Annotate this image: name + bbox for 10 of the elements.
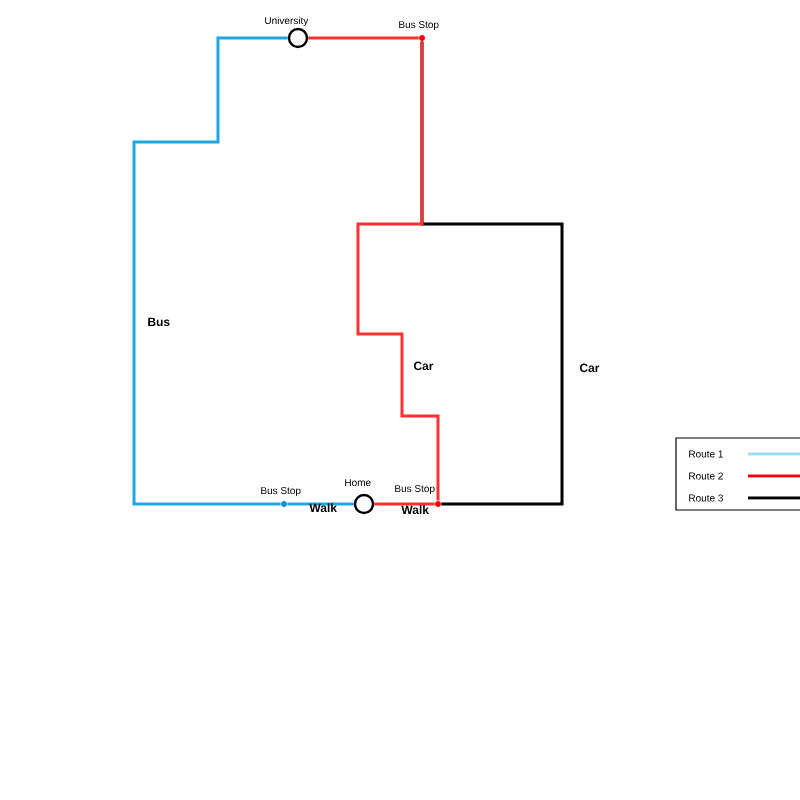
route-line <box>132 36 288 506</box>
stop-marker <box>281 501 287 507</box>
stop-marker <box>353 493 375 515</box>
stop-marker <box>287 27 309 49</box>
route-line <box>287 502 354 506</box>
route-line <box>308 36 419 40</box>
stop-marker <box>419 35 425 41</box>
stop-marker <box>435 501 441 507</box>
route-line <box>356 41 440 501</box>
route-line <box>374 502 435 506</box>
